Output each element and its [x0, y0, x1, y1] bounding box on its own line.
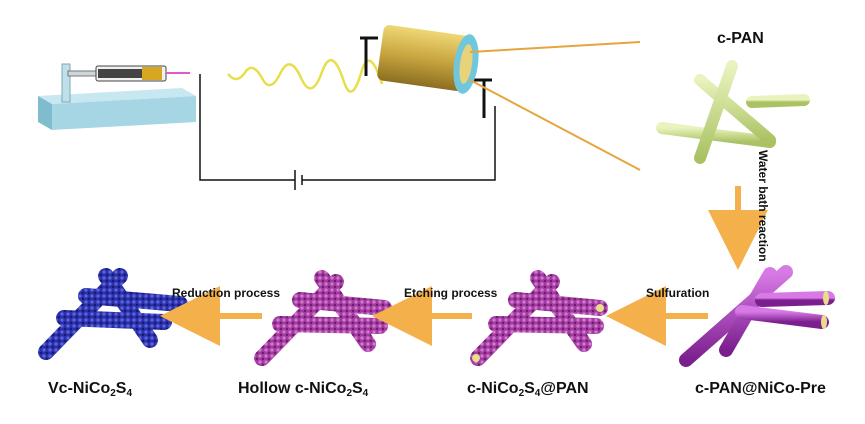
label-water-bath: Water bath reaction: [756, 150, 770, 262]
power-source-icon: [199, 74, 496, 190]
vc-fibers: [38, 268, 188, 360]
c-pan-fibers: [656, 60, 810, 164]
label-sulfuration: Sulfuration: [646, 286, 710, 300]
pump-stage: [38, 63, 196, 130]
label-coreshell: c-NiCo2S4@PAN: [467, 380, 589, 399]
label-c-pan: c-PAN: [717, 30, 764, 47]
coreshell-fibers: [470, 270, 608, 366]
precursor-fibers: [679, 265, 835, 367]
label-hollow: Hollow c-NiCo2S4: [238, 380, 369, 399]
label-etching: Etching process: [404, 286, 498, 300]
label-precursor: c-PAN@NiCo-Pre: [695, 380, 826, 397]
hollow-fibers: [254, 270, 392, 366]
label-vc: Vc-NiCo2S4: [48, 380, 133, 399]
drum-collector-icon: [377, 25, 479, 94]
syringe-icon: [67, 65, 190, 82]
polymer-jet: [227, 59, 384, 93]
label-reduction: Reduction process: [172, 286, 281, 300]
collector-frame: [360, 36, 492, 118]
